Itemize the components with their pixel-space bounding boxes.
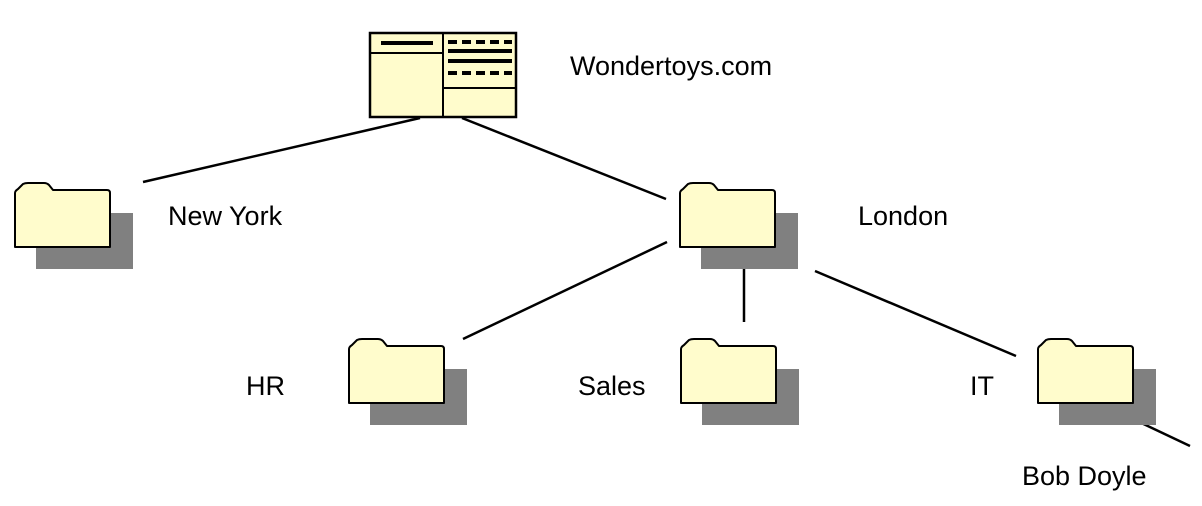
connectors [142, 116, 1191, 448]
folder-nodes [14, 182, 1156, 425]
folder-icon [348, 338, 467, 425]
folder-icon [679, 182, 798, 269]
edge-london-hr [462, 240, 668, 341]
bob-doyle-label: Bob Doyle [1022, 461, 1147, 491]
hr-label: HR [246, 371, 285, 401]
edge-root-london [461, 116, 667, 201]
edge-root-new-york [142, 116, 421, 184]
folder-icon [14, 182, 133, 269]
folder-icon [680, 338, 799, 425]
root-label: Wondertoys.com [570, 51, 772, 81]
website-window-icon [368, 31, 518, 119]
folder-icon [1037, 338, 1156, 425]
new-york-label: New York [168, 201, 283, 231]
sales-label: Sales [578, 371, 646, 401]
it-label: IT [970, 371, 994, 401]
london-label: London [858, 201, 948, 231]
edge-london-it [814, 269, 1017, 358]
